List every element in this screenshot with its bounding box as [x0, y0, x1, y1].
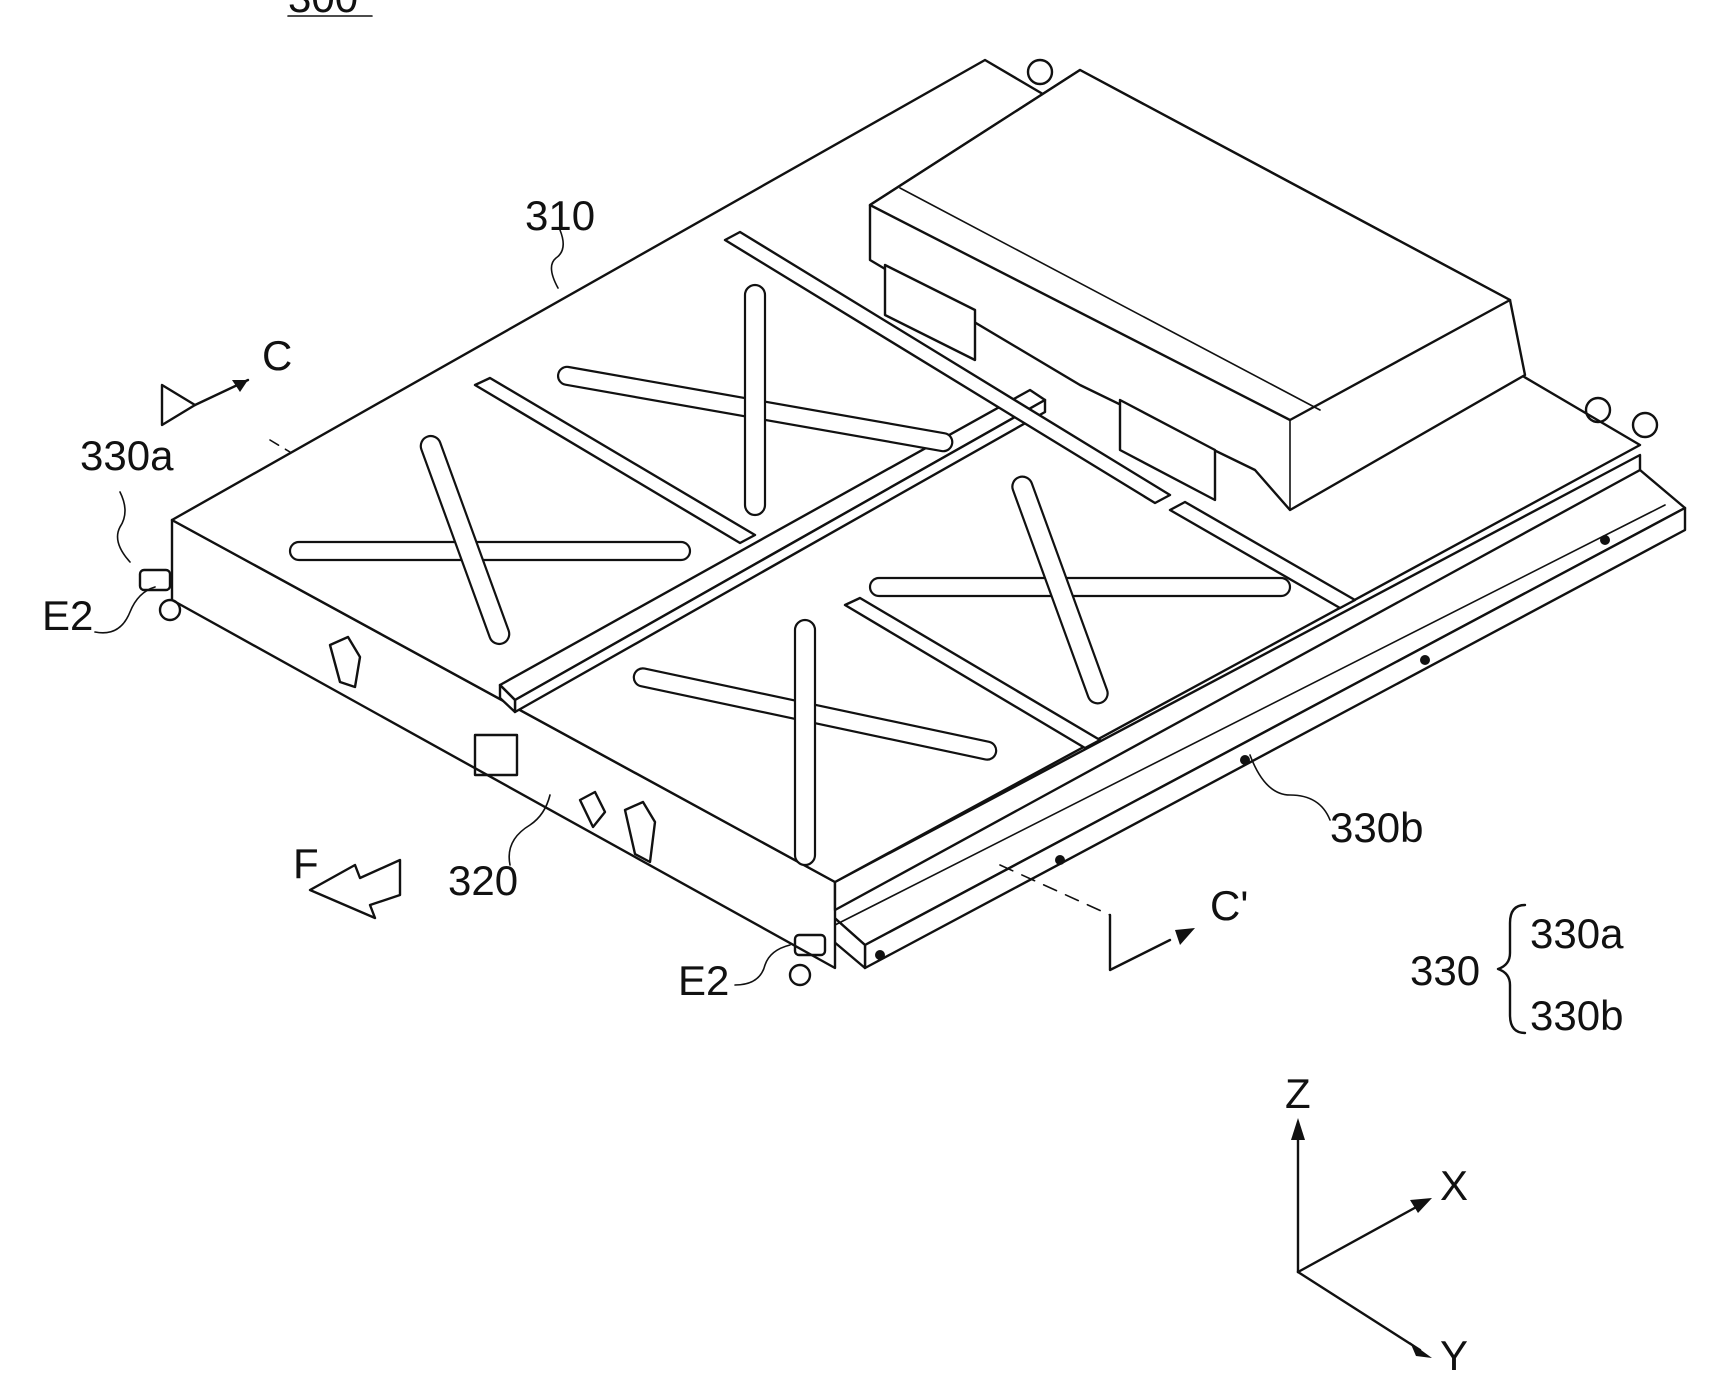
section-marker-c: [162, 385, 195, 425]
label-330a: 330a: [80, 432, 174, 479]
group-item-a: 330a: [1530, 910, 1624, 957]
label-e2-bottom: E2: [678, 957, 729, 1004]
axis-z-label: Z: [1285, 1070, 1311, 1117]
reference-group-330: 330 330a 330b: [1410, 905, 1624, 1039]
label-f: F: [293, 840, 319, 887]
label-310: 310: [525, 192, 595, 239]
label-320: 320: [448, 857, 518, 904]
coordinate-axes: Z X Y: [1285, 1070, 1468, 1376]
group-number: 330: [1410, 947, 1480, 994]
axis-x-label: X: [1440, 1162, 1468, 1209]
axis-y-label: Y: [1440, 1332, 1468, 1376]
direction-arrow-f: [310, 860, 400, 918]
label-e2-left: E2: [42, 592, 93, 639]
figure-reference: 300: [288, 0, 358, 21]
group-item-b: 330b: [1530, 992, 1623, 1039]
label-c: C: [262, 332, 292, 379]
label-c-prime: C': [1210, 882, 1248, 929]
brace-icon: [1498, 905, 1525, 1033]
label-330b: 330b: [1330, 804, 1423, 851]
